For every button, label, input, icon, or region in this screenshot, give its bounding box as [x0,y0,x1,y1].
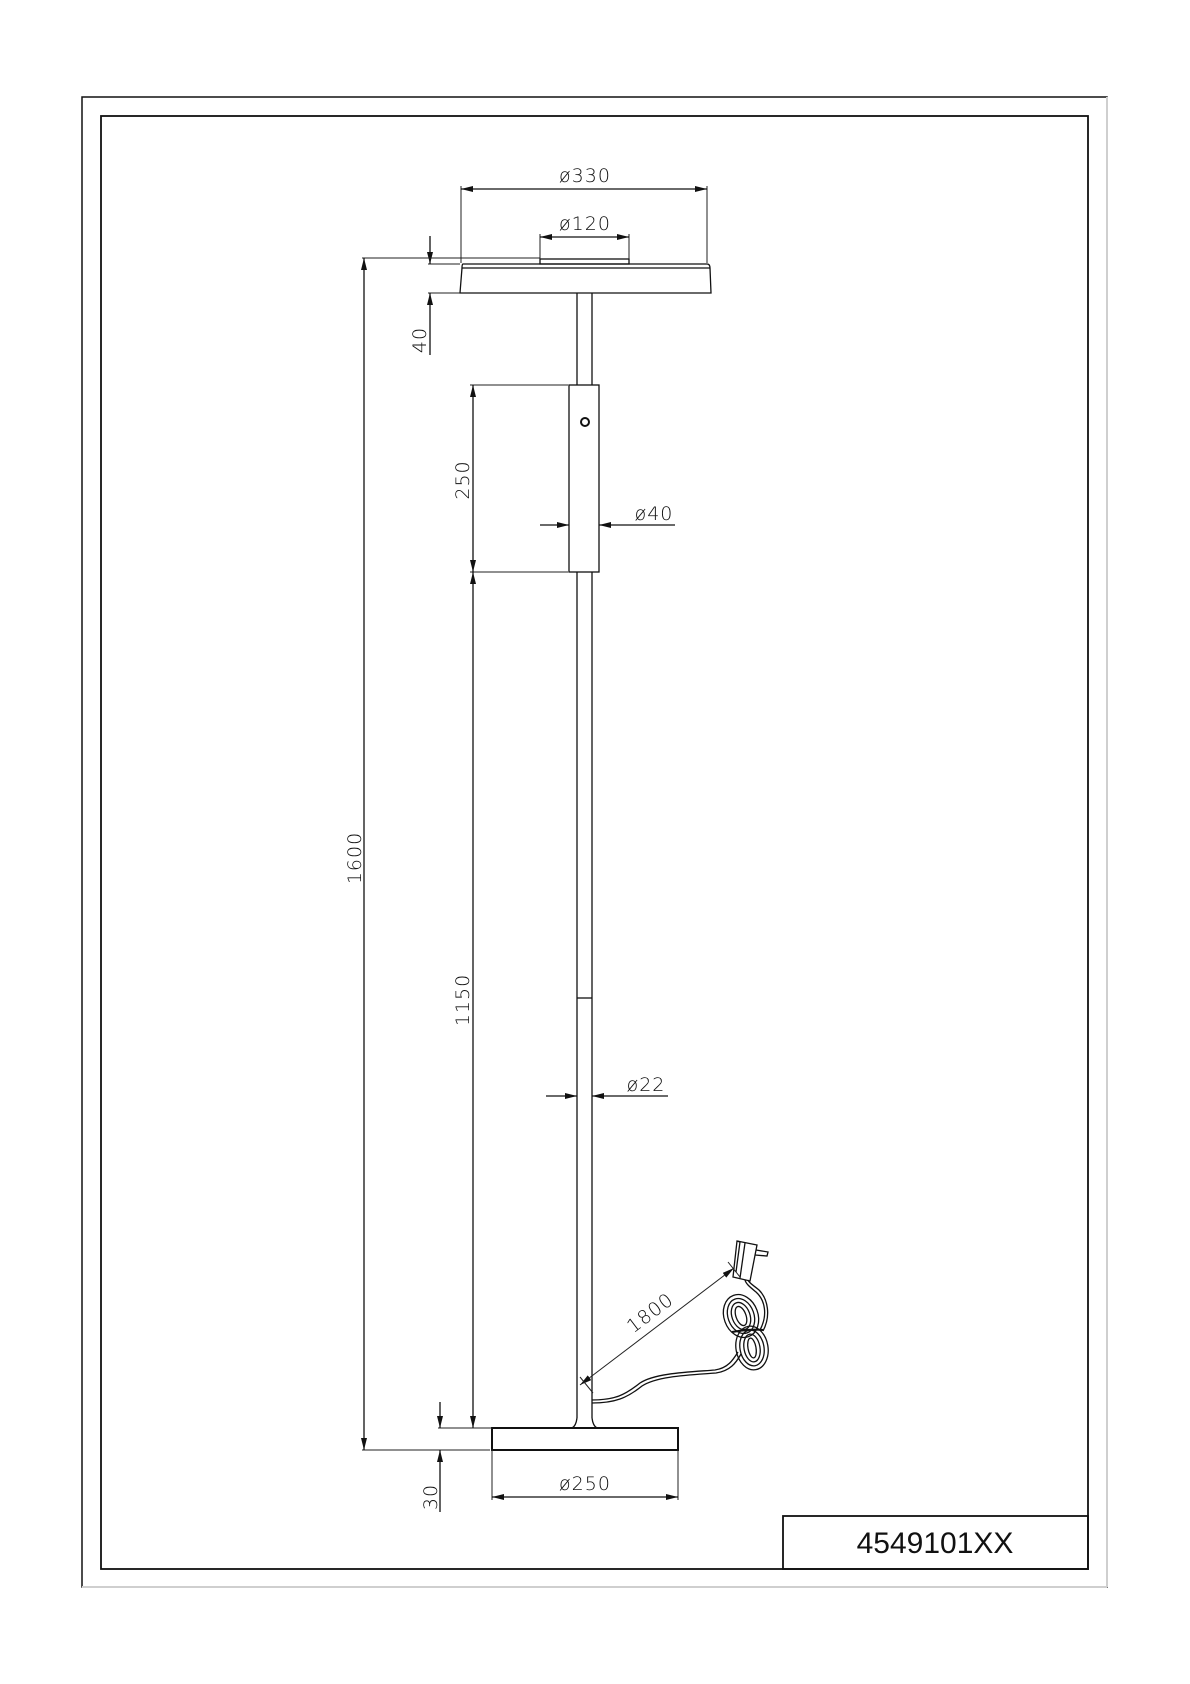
lamp-base [491,1427,679,1451]
svg-text:ø22: ø22 [627,1074,666,1096]
dim-base-diameter: ø250 [491,1450,679,1500]
svg-text:1800: 1800 [623,1289,678,1338]
inner-border [100,115,1089,1570]
dim-base-height: 30 [420,1402,492,1512]
pole [568,293,600,1429]
svg-text:1600: 1600 [344,832,366,884]
svg-text:ø40: ø40 [635,503,674,525]
svg-text:40: 40 [409,327,431,353]
title-block: 4549101XX [782,1515,1089,1570]
switch-button-icon [580,417,590,427]
svg-text:30: 30 [420,1484,442,1510]
dim-switch-length: 250 [452,384,568,573]
svg-text:ø250: ø250 [559,1473,611,1495]
outer-border [81,96,1108,1588]
svg-text:1150: 1150 [452,974,474,1026]
plug-icon [732,1240,769,1282]
svg-text:250: 250 [452,460,474,499]
dim-head-height: 40 [409,236,460,355]
switch-housing [568,384,600,573]
power-cable [591,1240,769,1404]
dim-lower-pole-length: 1150 [452,572,490,1429]
part-number: 4549101XX [857,1527,1014,1560]
dim-switch-diameter: ø40 [540,503,675,528]
svg-text:ø330: ø330 [559,165,611,187]
dim-total-height: 1600 [344,257,540,1451]
dim-head-diameter: ø330 [460,165,708,263]
lamp-head [459,258,712,294]
dim-pole-diameter: ø22 [546,1074,668,1099]
svg-text:ø120: ø120 [559,213,611,235]
dim-diffuser-diameter: ø120 [539,213,630,259]
